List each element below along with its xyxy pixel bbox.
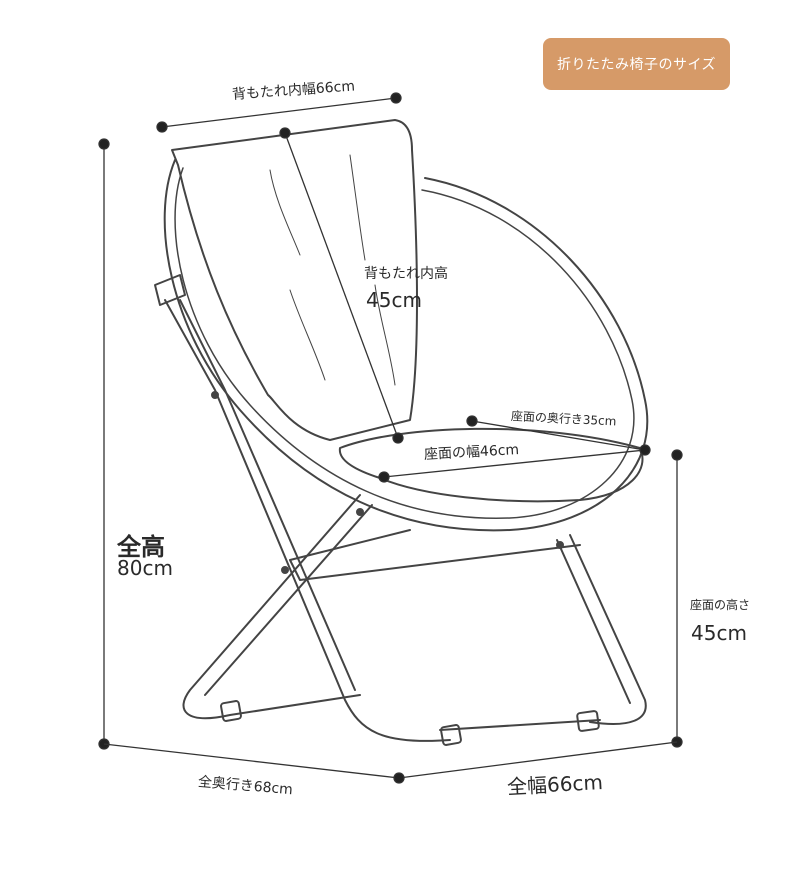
total-height-value: 80cm: [117, 556, 173, 580]
dim-seat-depth: [471, 420, 646, 451]
leg-right-2: [556, 539, 631, 704]
seat-height-value: 45cm: [691, 621, 747, 645]
leg-left-front: [164, 299, 451, 742]
leg-right-1: [569, 534, 647, 725]
size-title-badge: 折りたたみ椅子のサイズ: [543, 38, 730, 90]
seat-height-title: 座面の高さ: [690, 598, 751, 612]
dim-back-height: [284, 132, 399, 439]
dim-back-width: [161, 97, 397, 128]
hoop-inner: [174, 167, 635, 519]
leg-left-front-inner: [179, 299, 356, 691]
leg-cross-1: [182, 494, 361, 720]
leg-rear: [289, 529, 581, 581]
back-height-title: 背もたれ内高: [364, 266, 448, 282]
dim-total-depth: [103, 743, 400, 779]
foot-bar: [439, 719, 601, 731]
back-cushion: [171, 119, 418, 441]
dim-total-width: [398, 741, 678, 779]
dim-seat-width: [383, 449, 646, 478]
badge-text: 折りたたみ椅子のサイズ: [556, 57, 717, 73]
total-width-label: 全幅66cm: [506, 769, 604, 799]
hoop-outer: [163, 159, 649, 532]
total-height-title: 全高: [117, 533, 165, 561]
back-height-value: 45cm: [366, 288, 422, 312]
leg-cross-2: [204, 504, 373, 696]
